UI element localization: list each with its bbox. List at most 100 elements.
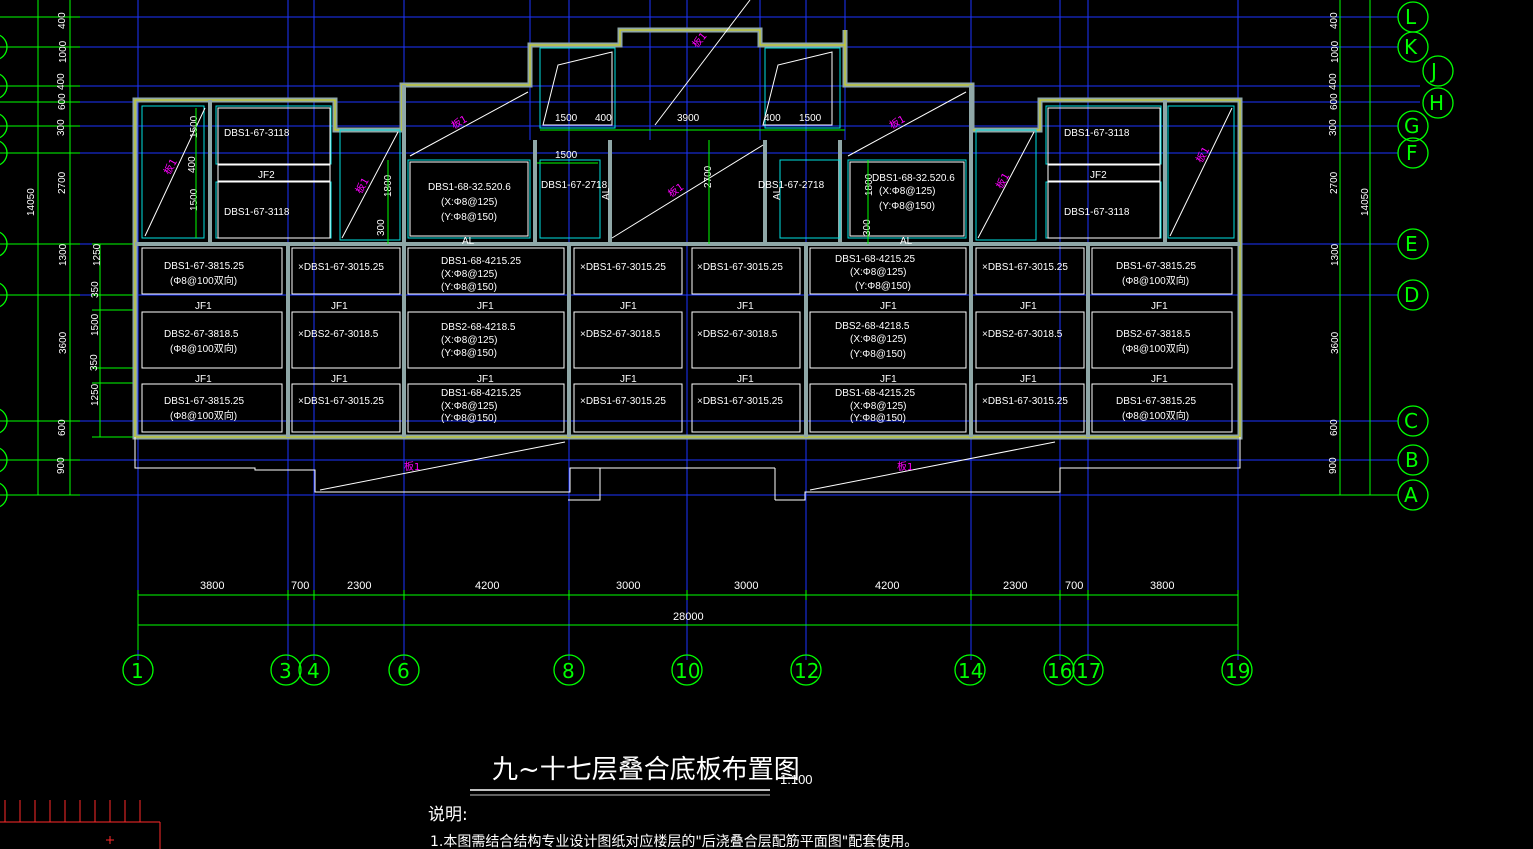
slab-depth-dims: 1250 350 1500 350 1250 (89, 243, 103, 406)
svg-text:DBS2-67-3818.5: DBS2-67-3818.5 (164, 329, 239, 340)
svg-text:F: F (1406, 141, 1418, 165)
svg-text:JF1: JF1 (477, 374, 494, 385)
inner-dim-lines (195, 108, 869, 244)
svg-text:4200: 4200 (475, 580, 499, 592)
svg-text:(Φ8@100双向): (Φ8@100双向) (170, 274, 237, 287)
svg-text:(Φ8@100双向): (Φ8@100双向) (1122, 409, 1189, 422)
svg-text:1500: 1500 (555, 113, 578, 124)
svg-text:(X:Φ8@125): (X:Φ8@125) (441, 401, 497, 412)
svg-text:600: 600 (1329, 419, 1340, 436)
svg-text:600: 600 (1329, 93, 1340, 110)
bottom-dim-texts: 3800 700 2300 4200 3000 3000 4200 2300 7… (200, 580, 1174, 623)
red-hatch-fragment (0, 800, 161, 849)
svg-text:600: 600 (57, 93, 68, 110)
svg-text:(Y:Φ8@150): (Y:Φ8@150) (855, 281, 911, 292)
svg-text:DBS1-68-4215.25: DBS1-68-4215.25 (835, 254, 915, 265)
svg-text:×DBS1-67-3015.25: ×DBS1-67-3015.25 (580, 262, 666, 273)
axis-bubbles-bottom (122, 654, 1253, 686)
svg-text:JF2: JF2 (1090, 170, 1107, 181)
left-vertical-dim-texts: 400 1000 400 600 300 2700 1300 3600 600 … (26, 12, 69, 474)
svg-text:板1: 板1 (404, 460, 420, 473)
svg-text:DBS1-67-3118: DBS1-67-3118 (224, 128, 290, 139)
svg-text:DBS2-67-3818.5: DBS2-67-3818.5 (1116, 329, 1191, 340)
svg-text:17: 17 (1076, 659, 1101, 683)
svg-text:1: 1 (131, 659, 144, 683)
svg-text:DBS1-68-4215.25: DBS1-68-4215.25 (835, 388, 915, 399)
svg-text:3000: 3000 (734, 580, 758, 592)
svg-text:D: D (1404, 283, 1419, 307)
svg-text:300: 300 (376, 219, 387, 236)
svg-text:(Φ8@100双向): (Φ8@100双向) (1122, 342, 1189, 355)
svg-text:6: 6 (397, 659, 410, 683)
svg-text:×DBS2-67-3018.5: ×DBS2-67-3018.5 (982, 329, 1063, 340)
svg-text:DBS2-68-4218.5: DBS2-68-4218.5 (835, 321, 910, 332)
svg-text:DBS1-67-3815.25: DBS1-67-3815.25 (1116, 396, 1196, 407)
svg-text:DBS1-67-3815.25: DBS1-67-3815.25 (1116, 261, 1196, 272)
svg-text:28000: 28000 (673, 611, 704, 623)
svg-text:400: 400 (595, 113, 612, 124)
svg-text:E: E (1405, 232, 1418, 256)
svg-text:九~十七层叠合底板布置图: 九~十七层叠合底板布置图 (492, 755, 800, 785)
svg-text:J: J (1429, 59, 1437, 83)
svg-text:DBS1-67-2718: DBS1-67-2718 (758, 180, 825, 191)
svg-text:JF1: JF1 (195, 301, 212, 312)
svg-text:JF1: JF1 (737, 374, 754, 385)
svg-text:(X:Φ8@125): (X:Φ8@125) (441, 269, 497, 280)
svg-text:(Y:Φ8@150): (Y:Φ8@150) (850, 349, 906, 360)
svg-text:DBS1-67-3118: DBS1-67-3118 (1064, 128, 1130, 139)
svg-text:1:100: 1:100 (780, 772, 813, 787)
svg-text:JF1: JF1 (880, 301, 897, 312)
svg-text:300: 300 (56, 119, 67, 136)
svg-text:DBS1-67-2718: DBS1-67-2718 (541, 180, 608, 191)
svg-text:DBS1-68-32.520.6: DBS1-68-32.520.6 (428, 182, 511, 193)
svg-text:400: 400 (57, 12, 68, 29)
svg-text:L: L (1405, 5, 1417, 29)
svg-text:×DBS2-67-3018.5: ×DBS2-67-3018.5 (298, 329, 379, 340)
svg-text:(Y:Φ8@150): (Y:Φ8@150) (879, 201, 935, 212)
svg-text:JF1: JF1 (1020, 301, 1037, 312)
axis-bubbles-left-partial (0, 34, 8, 508)
svg-text:700: 700 (1065, 580, 1083, 592)
top-slab-labels: DBS1-67-3118 JF2 DBS1-67-3118 DBS1-68-32… (224, 128, 1130, 247)
svg-text:400: 400 (1329, 12, 1340, 29)
svg-text:JF1: JF1 (1151, 301, 1168, 312)
svg-text:B: B (1405, 448, 1419, 472)
svg-text:JF1: JF1 (620, 374, 637, 385)
svg-text:(Φ8@100双向): (Φ8@100双向) (1122, 274, 1189, 287)
svg-text:4200: 4200 (875, 580, 899, 592)
svg-text:×DBS1-67-3015.25: ×DBS1-67-3015.25 (697, 396, 783, 407)
svg-text:DBS1-67-3118: DBS1-67-3118 (224, 207, 290, 218)
row3-slab-labels: DBS1-67-3815.25 (Φ8@100双向) ×DBS1-67-3015… (164, 388, 1196, 424)
svg-text:1.本图需结合结构专业设计图纸对应楼层的"后浇叠合层配筋平面: 1.本图需结合结构专业设计图纸对应楼层的"后浇叠合层配筋平面图"配套使用。 (430, 833, 918, 849)
svg-text:×DBS1-67-3015.25: ×DBS1-67-3015.25 (298, 396, 384, 407)
svg-text:(Φ8@100双向): (Φ8@100双向) (170, 409, 237, 422)
svg-text:JF1: JF1 (195, 374, 212, 385)
svg-text:(X:Φ8@125): (X:Φ8@125) (850, 334, 906, 345)
svg-text:400: 400 (764, 113, 781, 124)
svg-text:×DBS1-67-3015.25: ×DBS1-67-3015.25 (298, 262, 384, 273)
svg-text:DBS1-67-3118: DBS1-67-3118 (1064, 207, 1130, 218)
bottom-dimension-lines (137, 590, 1239, 650)
svg-text:DBS1-68-32.520.6: DBS1-68-32.520.6 (872, 173, 955, 184)
svg-text:16: 16 (1047, 659, 1072, 683)
svg-text:1300: 1300 (58, 243, 69, 266)
svg-text:×DBS1-67-3015.25: ×DBS1-67-3015.25 (982, 262, 1068, 273)
svg-text:350: 350 (89, 354, 100, 371)
svg-text:1500: 1500 (90, 313, 101, 336)
svg-text:JF1: JF1 (477, 301, 494, 312)
svg-text:4: 4 (307, 659, 320, 683)
svg-text:JF1: JF1 (1020, 374, 1037, 385)
svg-text:3: 3 (279, 659, 292, 683)
svg-text:(Φ8@100双向): (Φ8@100双向) (170, 342, 237, 355)
svg-text:1800: 1800 (864, 173, 875, 196)
structure-walls (132, 27, 1243, 501)
svg-text:14050: 14050 (1360, 188, 1371, 216)
svg-text:板1: 板1 (897, 460, 913, 473)
svg-text:JF1: JF1 (1151, 374, 1168, 385)
svg-text:14050: 14050 (26, 188, 37, 216)
svg-text:H: H (1429, 91, 1444, 115)
svg-text:1000: 1000 (58, 40, 69, 63)
svg-text:600: 600 (57, 419, 68, 436)
svg-text:(Y:Φ8@150): (Y:Φ8@150) (441, 413, 497, 424)
svg-text:(Y:Φ8@150): (Y:Φ8@150) (441, 212, 497, 223)
